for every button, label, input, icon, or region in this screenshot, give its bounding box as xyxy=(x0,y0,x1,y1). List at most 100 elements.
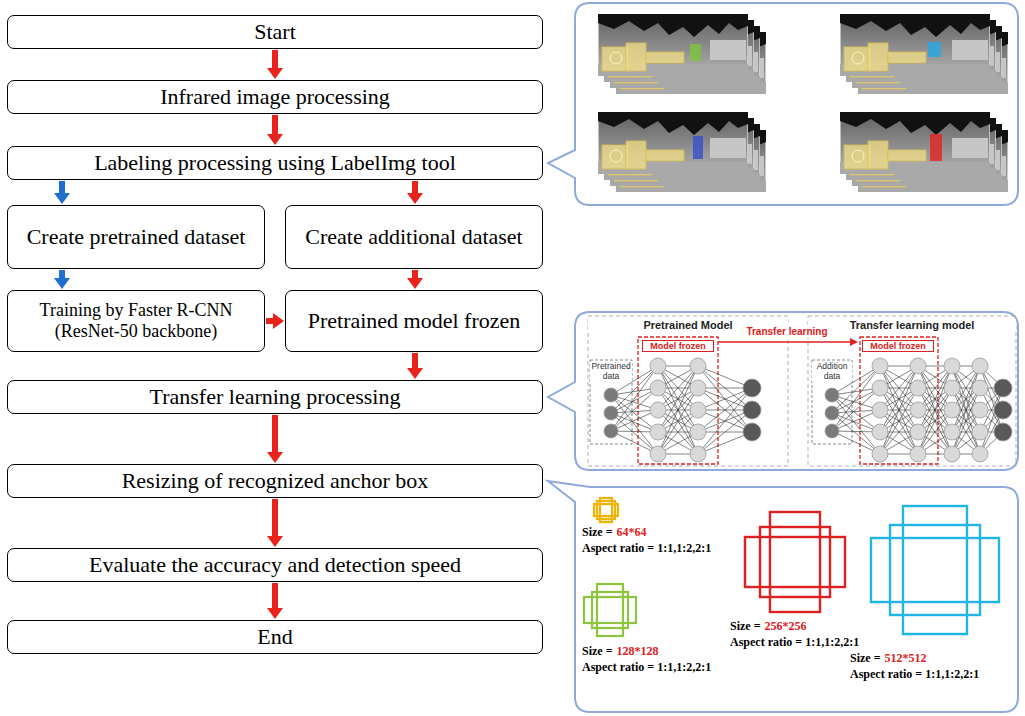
neuron xyxy=(944,424,960,440)
neuron xyxy=(872,380,888,396)
frozen-region xyxy=(860,337,938,464)
network-link xyxy=(658,366,698,432)
neuron xyxy=(872,358,888,374)
flow-arrow xyxy=(407,181,423,204)
aspect-label: Aspect ratio = 1:1,1:2,2:1 xyxy=(582,661,711,675)
network-link xyxy=(698,388,752,454)
process-box: Labeling processing using LabelImg tool xyxy=(7,146,543,180)
arrowhead xyxy=(267,536,283,547)
flow-arrow xyxy=(267,50,283,79)
neuron xyxy=(972,380,988,396)
neuron xyxy=(650,424,666,440)
process-box: Training by Faster R-CNN (ResNet-50 back… xyxy=(7,290,265,352)
process-box: Create pretrained dataset xyxy=(7,205,265,269)
flow-arrow xyxy=(54,181,70,204)
neuron xyxy=(743,401,761,419)
network-link xyxy=(658,388,698,454)
arrowhead xyxy=(267,134,283,145)
arrow-shaft xyxy=(412,270,418,279)
transfer-label: Transfer learning xyxy=(742,326,832,338)
box-label: Evaluate the accuracy and detection spee… xyxy=(89,552,461,577)
network-link xyxy=(880,388,918,454)
anchor-box-512 xyxy=(871,506,999,634)
transfer-arrow xyxy=(718,341,852,343)
network-link xyxy=(952,366,980,432)
size-value: 64*64 xyxy=(617,526,647,540)
size-label: Size = xyxy=(582,526,613,540)
arrow-shaft xyxy=(272,499,278,537)
neuron xyxy=(972,424,988,440)
neuron xyxy=(944,402,960,418)
arrow-shaft xyxy=(272,50,278,69)
arrow-shaft xyxy=(266,318,274,324)
network-link xyxy=(880,366,918,432)
network-link xyxy=(952,388,980,454)
neuron xyxy=(690,402,706,418)
arrowhead xyxy=(267,608,283,619)
neuron xyxy=(910,402,926,418)
arrowhead xyxy=(273,313,284,329)
data-label: Pretrained data xyxy=(590,362,632,382)
network-link xyxy=(658,366,698,432)
size-value: 128*128 xyxy=(617,645,659,659)
neuron xyxy=(910,380,926,396)
box-label: End xyxy=(257,624,292,649)
callout-panel xyxy=(548,312,1018,470)
process-box: Evaluate the accuracy and detection spee… xyxy=(7,548,543,582)
neuron xyxy=(994,379,1012,397)
flow-arrow xyxy=(407,270,423,289)
thermal-image-stack xyxy=(840,14,1008,94)
neuron xyxy=(825,424,839,438)
arrow-shaft xyxy=(272,583,278,609)
arrow-shaft xyxy=(59,181,65,194)
flow-arrow xyxy=(267,583,283,619)
flow-arrow xyxy=(407,353,423,379)
neuron xyxy=(690,358,706,374)
process-box: Create additional dataset xyxy=(285,205,543,269)
arrow-shaft xyxy=(272,115,278,135)
neuron xyxy=(944,446,960,462)
neuron xyxy=(944,358,960,374)
arrowhead xyxy=(407,368,423,379)
network-link xyxy=(980,366,1003,432)
neuron xyxy=(743,423,761,441)
aspect-label: Aspect ratio = 1:1,1:2,2:1 xyxy=(582,542,711,556)
process-box: Resizing of recognized anchor box xyxy=(7,464,543,498)
network-link xyxy=(698,366,752,432)
transfer-arrowhead xyxy=(850,338,858,346)
neuron xyxy=(650,446,666,462)
arrowhead xyxy=(267,452,283,463)
flow-arrow xyxy=(266,313,284,329)
size-label: Size = xyxy=(730,620,761,634)
neuron xyxy=(825,406,839,420)
arrow-shaft xyxy=(412,353,418,369)
size-label: Size = xyxy=(850,652,881,666)
aspect-label: Aspect ratio = 1:1,1:2,2:1 xyxy=(850,668,979,682)
box-label: Transfer learning processing xyxy=(150,384,401,409)
network-link xyxy=(918,366,952,432)
anchor-box-256 xyxy=(745,512,845,612)
size-label: Size = xyxy=(582,645,613,659)
arrowhead xyxy=(54,278,70,289)
frozen-tag: Model frozen xyxy=(862,340,934,352)
process-box: Transfer learning processing xyxy=(7,380,543,414)
network-link xyxy=(880,366,918,432)
neuron xyxy=(650,358,666,374)
flow-arrow xyxy=(54,270,70,289)
neuron xyxy=(604,406,618,420)
aspect-label: Aspect ratio = 1:1,1:2,2:1 xyxy=(730,636,859,650)
flow-arrow xyxy=(267,499,283,547)
network-link xyxy=(880,388,918,454)
neuron xyxy=(994,423,1012,441)
neuron xyxy=(994,401,1012,419)
arrow-shaft xyxy=(272,415,278,453)
process-box: Pretrained model frozen xyxy=(285,290,543,352)
neural-network xyxy=(604,358,1012,462)
arrow-shaft xyxy=(412,181,418,194)
neuron xyxy=(825,388,839,402)
neuron xyxy=(604,388,618,402)
neuron xyxy=(872,424,888,440)
neuron xyxy=(872,446,888,462)
flow-arrow xyxy=(267,415,283,463)
neuron xyxy=(650,402,666,418)
